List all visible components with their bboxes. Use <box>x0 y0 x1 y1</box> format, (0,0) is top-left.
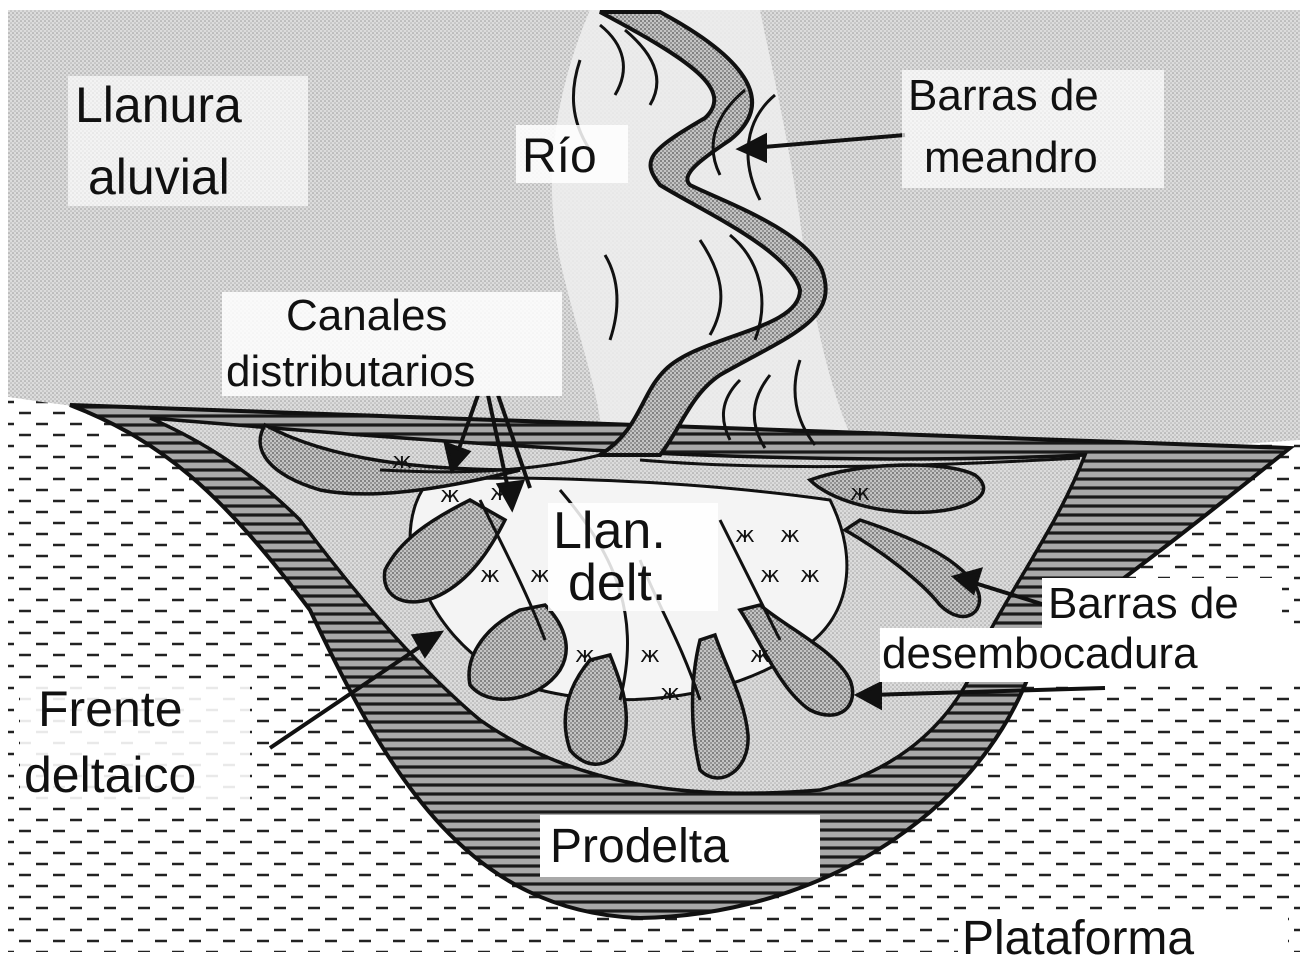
svg-text:ж: ж <box>850 481 870 506</box>
svg-text:ж: ж <box>575 643 595 668</box>
svg-text:ж: ж <box>440 483 460 508</box>
svg-text:ж: ж <box>480 563 500 588</box>
label-frente-deltaico-1: Frente <box>38 681 183 737</box>
label-llanura-aluvial-2: aluvial <box>88 149 230 205</box>
svg-text:ж: ж <box>800 563 820 588</box>
label-plataforma: Plataforma <box>962 912 1194 964</box>
svg-text:ж: ж <box>392 449 412 474</box>
svg-text:ж: ж <box>530 563 550 588</box>
label-llanura-deltaica-1: Llan. <box>553 502 666 560</box>
svg-text:ж: ж <box>780 523 800 548</box>
label-frente-deltaico-2: deltaico <box>24 747 196 803</box>
svg-text:ж: ж <box>760 563 780 588</box>
label-llanura-aluvial-1: Llanura <box>75 77 242 133</box>
label-canales-distributarios-2: distributarios <box>226 347 475 396</box>
svg-text:ж: ж <box>750 643 770 668</box>
label-barras-meandro-1: Barras de <box>908 71 1099 120</box>
label-barras-meandro-2: meandro <box>924 133 1098 182</box>
svg-text:ж: ж <box>640 643 660 668</box>
svg-text:ж: ж <box>660 681 680 706</box>
label-canales-distributarios-1: Canales <box>286 291 447 340</box>
label-barras-desembocadura-1: Barras de <box>1048 579 1239 628</box>
label-llanura-deltaica-2: delt. <box>568 554 666 612</box>
svg-text:ж: ж <box>735 523 755 548</box>
label-rio: Río <box>522 130 597 183</box>
label-barras-desembocadura-2: desembocadura <box>882 629 1198 678</box>
label-prodelta: Prodelta <box>550 820 729 873</box>
